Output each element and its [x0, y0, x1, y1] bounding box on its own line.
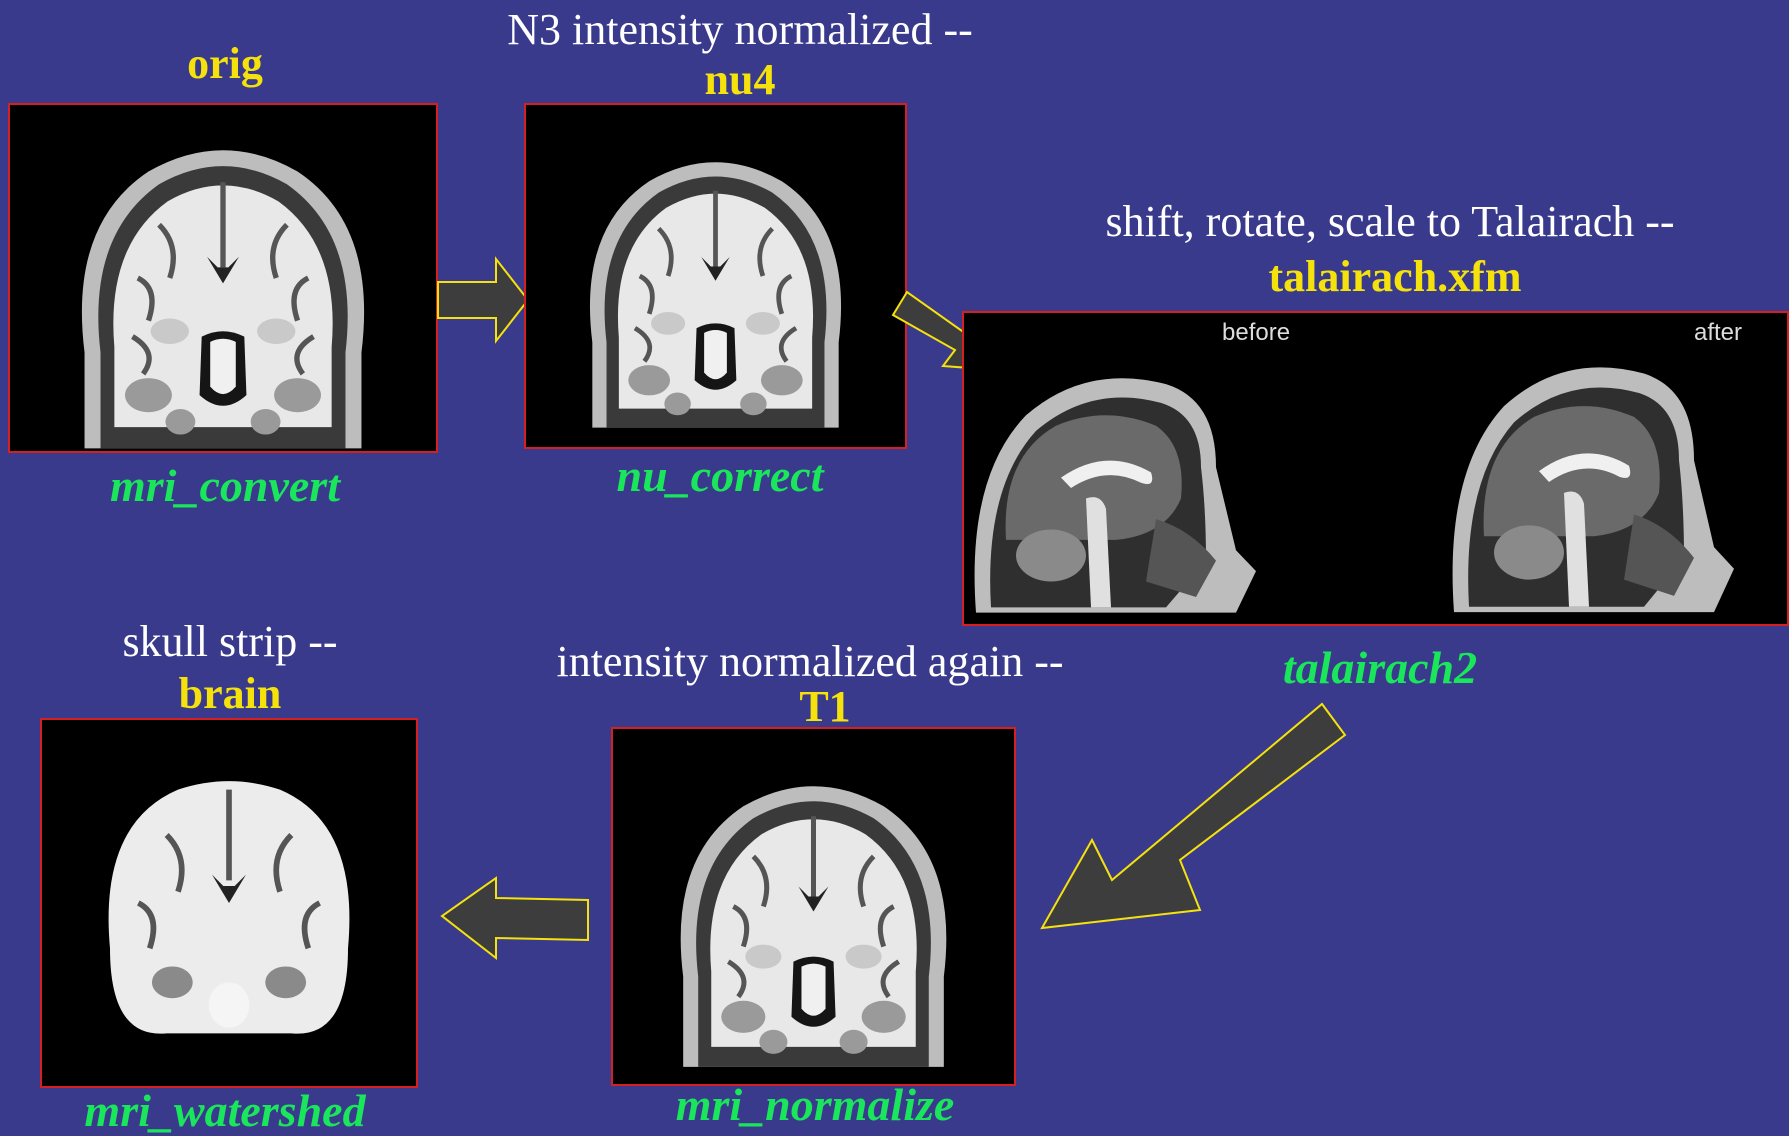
nu-correct-tool-label: nu_correct: [560, 453, 880, 499]
before-label: before: [1222, 319, 1290, 347]
t1-coronal-image: [611, 727, 1016, 1086]
orig-volume-label: orig: [120, 42, 330, 86]
arrow-left-icon: [440, 876, 592, 960]
after-label: after: [1694, 319, 1742, 347]
sagittal-after-slice: [1444, 341, 1744, 623]
brain-volume-label: brain: [130, 672, 330, 716]
t1-caption: intensity normalized again --: [520, 640, 1100, 684]
mri-watershed-tool-label: mri_watershed: [55, 1088, 395, 1134]
mri-normalize-tool-label: mri_normalize: [640, 1082, 990, 1128]
orig-brain-slice: [10, 105, 436, 451]
sagittal-before-slice: [966, 353, 1266, 623]
talairach-caption: shift, rotate, scale to Talairach --: [1040, 200, 1740, 244]
t1-brain-slice: [613, 729, 1014, 1084]
talairach-xfm-label: talairach.xfm: [1190, 255, 1600, 299]
orig-coronal-image: [8, 103, 438, 453]
arrow-down-left-icon: [1040, 700, 1360, 940]
brain-stripped-slice: [42, 720, 416, 1086]
nu4-volume-label: nu4: [640, 58, 840, 102]
brain-caption: skull strip --: [80, 620, 380, 664]
talairach2-tool-label: talairach2: [1230, 645, 1530, 691]
mri-convert-tool-label: mri_convert: [60, 463, 390, 509]
talairach-sagittal-image: before after: [962, 311, 1789, 626]
nu4-brain-slice: [526, 105, 905, 447]
nu4-caption: N3 intensity normalized --: [455, 8, 1025, 52]
nu4-coronal-image: [524, 103, 907, 449]
arrow-right-icon: [436, 255, 532, 345]
t1-volume-label: T1: [750, 685, 900, 729]
brain-coronal-image: [40, 718, 418, 1088]
